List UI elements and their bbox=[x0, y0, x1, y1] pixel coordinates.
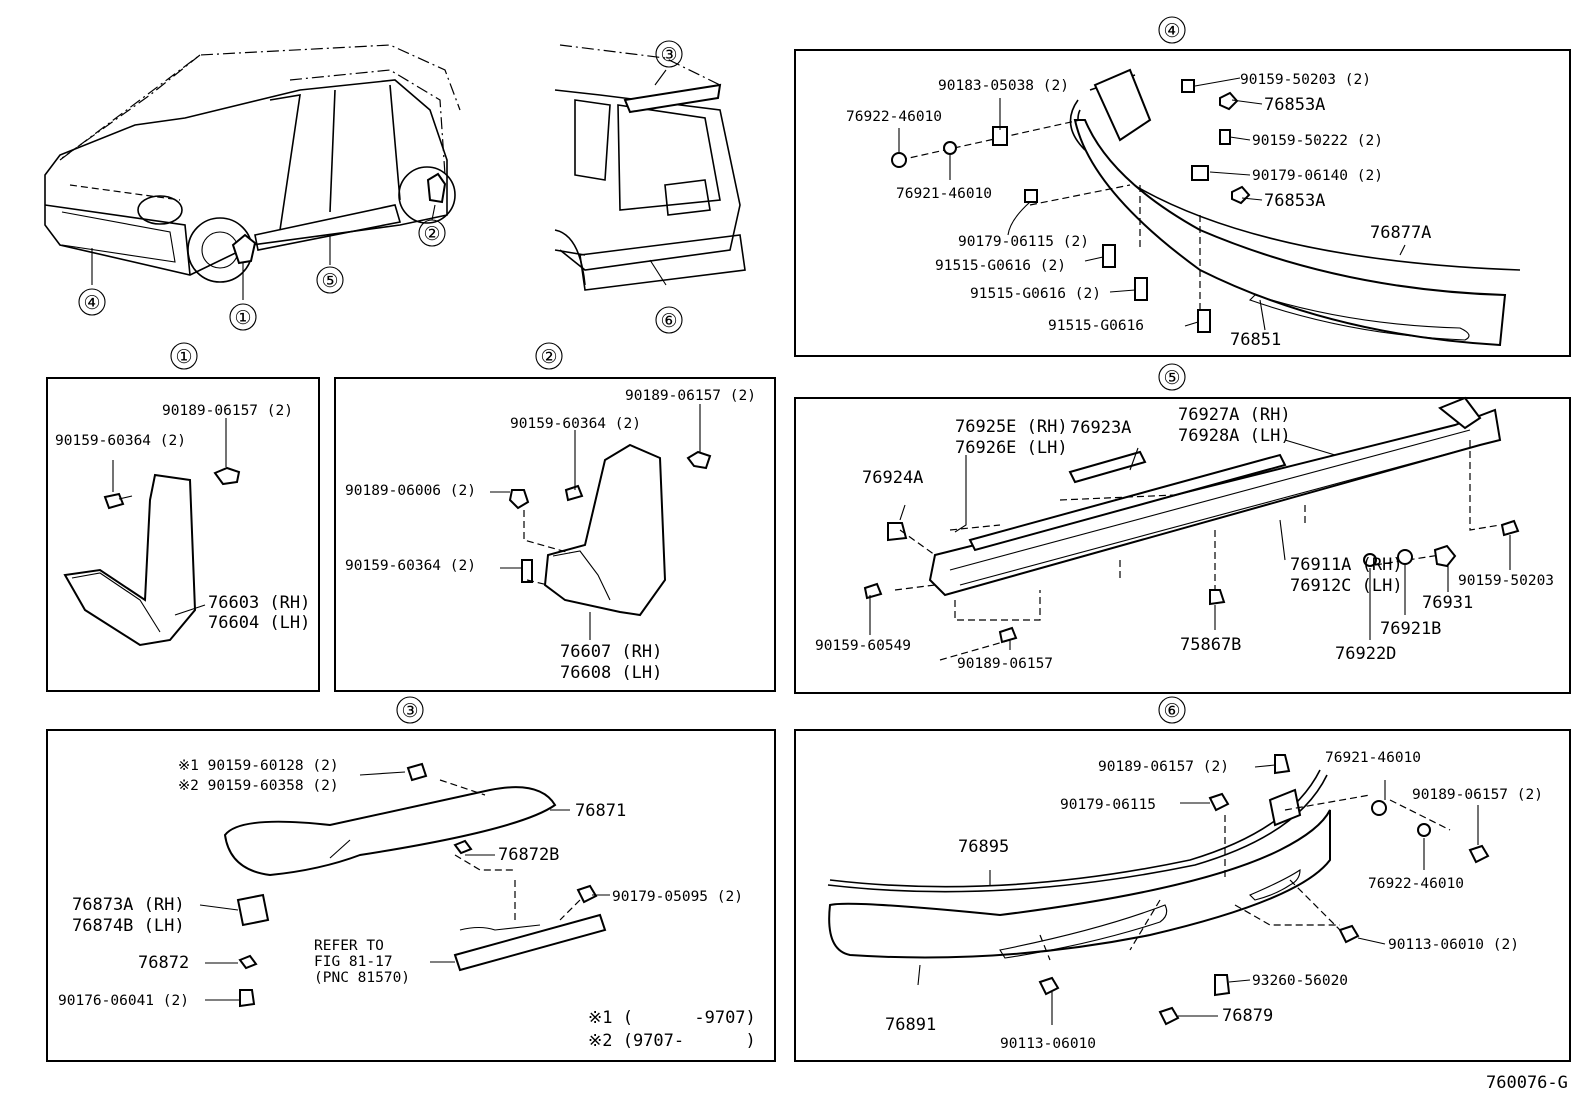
p4-label-10: 91515-G0616 (2) bbox=[935, 258, 1066, 274]
panel-3: ③ ※1 90159-60128 (2) ※2 90159-60358 (2) … bbox=[46, 696, 776, 1062]
overview-marker-2: ② bbox=[423, 223, 440, 245]
p5-label-4: 76928A (LH) bbox=[1178, 426, 1291, 446]
p2-label-5: 76608 (LH) bbox=[560, 663, 662, 683]
p3-label-3: 76872B bbox=[498, 845, 559, 865]
panel-1-marker: ① bbox=[175, 346, 192, 368]
p3-note-0: ※1 ( -9707) bbox=[588, 1008, 756, 1028]
p5-label-12: 75867B bbox=[1180, 635, 1241, 655]
panel-6-marker: ⑥ bbox=[1163, 700, 1180, 722]
p6-label-1: 76921-46010 bbox=[1325, 750, 1421, 766]
overview-car-front bbox=[44, 44, 461, 283]
p5-label-5: 76924A bbox=[862, 468, 923, 488]
p4-label-13: 76851 bbox=[1230, 330, 1281, 350]
panel-5: ⑤ bbox=[794, 363, 1571, 694]
overview-marker-3: ③ bbox=[660, 44, 677, 66]
p6-label-7: 93260-56020 bbox=[1252, 973, 1348, 989]
panel-1: ① 90189-06157 (2) 90159-60364 (2) 76603 … bbox=[46, 342, 320, 692]
p2-label-2: 90189-06006 (2) bbox=[345, 483, 476, 499]
overview-marker-6: ⑥ bbox=[660, 310, 677, 332]
p4-label-3: 76922-46010 bbox=[846, 109, 942, 125]
p5-label-2: 76923A bbox=[1070, 418, 1131, 438]
overview-car-rear bbox=[554, 44, 746, 291]
p2-label-1: 90159-60364 (2) bbox=[510, 416, 641, 432]
p4-label-1: 90159-50203 (2) bbox=[1240, 72, 1371, 88]
p3-label-9: REFER TO bbox=[314, 938, 384, 954]
p4-label-12: 91515-G0616 bbox=[1048, 318, 1144, 334]
p3-label-1: ※2 90159-60358 (2) bbox=[178, 778, 339, 794]
p1-label-3: 76604 (LH) bbox=[208, 613, 310, 633]
p6-label-3: 90179-06115 bbox=[1060, 797, 1156, 813]
panel-2: ② 90189-06157 (2) 90159-60364 (2) 90189-… bbox=[334, 342, 776, 692]
p6-label-5: 76922-46010 bbox=[1368, 876, 1464, 892]
panel-6: ⑥ 90189-061 bbox=[794, 696, 1571, 1062]
p4-label-5: 76921-46010 bbox=[896, 186, 992, 202]
p6-label-9: 76891 bbox=[885, 1015, 936, 1035]
p6-label-10: 90113-06010 bbox=[1000, 1036, 1096, 1052]
p5-label-1: 76926E (LH) bbox=[955, 438, 1068, 458]
p2-label-4: 76607 (RH) bbox=[560, 642, 662, 662]
p6-label-0: 90189-06157 (2) bbox=[1098, 759, 1229, 775]
p1-label-1: 90159-60364 (2) bbox=[55, 433, 186, 449]
p4-label-0: 90183-05038 (2) bbox=[938, 78, 1069, 94]
p6-label-2: 90189-06157 (2) bbox=[1412, 787, 1543, 803]
p4-label-11: 91515-G0616 (2) bbox=[970, 286, 1101, 302]
overview-marker-4: ④ bbox=[83, 292, 100, 314]
panel-2-marker: ② bbox=[540, 346, 557, 368]
p4-label-4: 90159-50222 (2) bbox=[1252, 133, 1383, 149]
p3-label-2: 76871 bbox=[575, 801, 626, 821]
p4-label-7: 76853A bbox=[1264, 191, 1325, 211]
p5-label-3: 76927A (RH) bbox=[1178, 405, 1291, 425]
p3-label-5: 76874B (LH) bbox=[72, 916, 185, 936]
panel-4-marker: ④ bbox=[1163, 20, 1180, 42]
p3-label-8: 90176-06041 (2) bbox=[58, 993, 189, 1009]
panel-4: ④ bbox=[794, 16, 1571, 357]
p4-label-8: 90179-06115 (2) bbox=[958, 234, 1089, 250]
overview-marker-1: ① bbox=[234, 307, 251, 329]
p3-label-0: ※1 90159-60128 (2) bbox=[178, 758, 339, 774]
p6-label-8: 76879 bbox=[1222, 1006, 1273, 1026]
diagram-id: 760076-G bbox=[1486, 1073, 1568, 1093]
overview-markers: ④ ① ⑤ ② ③ ⑥ bbox=[78, 40, 683, 334]
p5-label-0: 76925E (RH) bbox=[955, 417, 1068, 437]
panel-3-marker: ③ bbox=[401, 700, 418, 722]
p5-label-10: 76921B bbox=[1380, 619, 1441, 639]
overview-marker-5: ⑤ bbox=[321, 270, 338, 292]
overview-callout-lines bbox=[91, 69, 667, 300]
p2-label-0: 90189-06157 (2) bbox=[625, 388, 756, 404]
p5-label-7: 76912C (LH) bbox=[1290, 576, 1403, 596]
p3-label-10: FIG 81-17 bbox=[314, 954, 393, 970]
p4-label-6: 90179-06140 (2) bbox=[1252, 168, 1383, 184]
panel-5-marker: ⑤ bbox=[1163, 367, 1180, 389]
p2-label-3: 90159-60364 (2) bbox=[345, 558, 476, 574]
p3-label-11: (PNC 81570) bbox=[314, 970, 410, 986]
p1-label-2: 76603 (RH) bbox=[208, 593, 310, 613]
p3-label-6: 90179-05095 (2) bbox=[612, 889, 743, 905]
p6-label-4: 76895 bbox=[958, 837, 1009, 857]
p5-label-6: 76911A (RH) bbox=[1290, 555, 1403, 575]
p5-label-13: 90159-60549 bbox=[815, 638, 911, 654]
p5-label-11: 76922D bbox=[1335, 644, 1396, 664]
p4-label-2: 76853A bbox=[1264, 95, 1325, 115]
p6-label-6: 90113-06010 (2) bbox=[1388, 937, 1519, 953]
p5-label-9: 76931 bbox=[1422, 593, 1473, 613]
p3-label-7: 76872 bbox=[138, 953, 189, 973]
p5-label-8: 90159-50203 bbox=[1458, 573, 1554, 589]
p4-label-9: 76877A bbox=[1370, 223, 1431, 243]
p3-note-1: ※2 (9707- ) bbox=[588, 1031, 756, 1051]
p3-label-4: 76873A (RH) bbox=[72, 895, 185, 915]
p1-label-0: 90189-06157 (2) bbox=[162, 403, 293, 419]
p5-label-14: 90189-06157 bbox=[957, 656, 1053, 672]
